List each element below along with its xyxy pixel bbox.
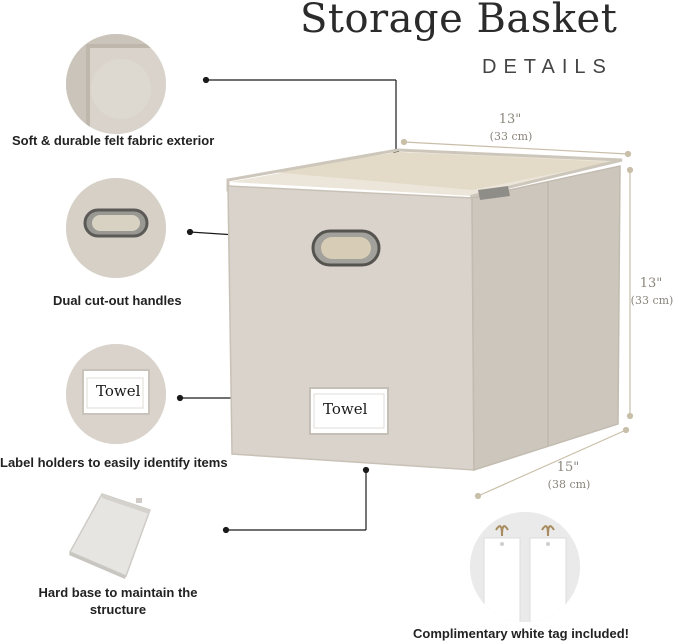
metal-handle-icon (66, 178, 166, 278)
white-tag-icon (470, 512, 580, 622)
depth-dimension-cm: (38 cm) (547, 478, 591, 491)
hard-base-icon (62, 488, 172, 583)
height-dimension-cm: (33 cm) (630, 294, 674, 307)
page-title: Storage Basket (300, 0, 618, 42)
basket-label-text: Towel (323, 400, 368, 418)
feature-label-hard-base-line2: structure (89, 602, 147, 617)
label-holder-text: Towel (96, 382, 141, 400)
dimension-lines (400, 138, 634, 500)
feature-label-hard-base: Hard base to maintain the structure (22, 585, 214, 617)
depth-dimension: 15" (556, 460, 580, 475)
feature-label-tags: Complimentary white tag included! (413, 626, 629, 641)
feature-label-felt: Soft & durable felt fabric exterior (12, 133, 215, 148)
label-holder-icon: Towel (66, 344, 166, 444)
height-dimension: 13" (639, 276, 663, 291)
feature-label-label-holders: Label holders to easily identify items (0, 455, 228, 470)
feature-label-handles: Dual cut-out handles (53, 293, 182, 308)
width-dimension-cm: (33 cm) (489, 130, 533, 143)
feature-label-hard-base-line1: Hard base to maintain the (38, 585, 198, 600)
page-subtitle: DETAILS (482, 56, 613, 78)
width-dimension: 13" (498, 112, 522, 127)
